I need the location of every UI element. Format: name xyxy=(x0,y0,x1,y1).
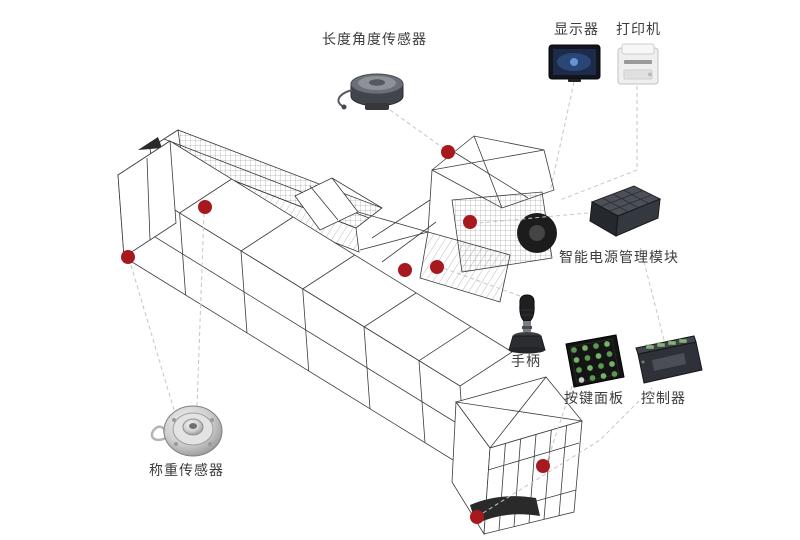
component-marker-dot xyxy=(198,200,212,214)
connector-line xyxy=(482,387,653,514)
label-load-sensor: 称重传感器 xyxy=(149,462,224,478)
keypad-image xyxy=(565,334,625,388)
connector-line xyxy=(559,86,638,201)
printer-image xyxy=(617,43,659,85)
connector-line xyxy=(549,81,575,193)
label-handle: 手柄 xyxy=(511,353,541,369)
component-marker-dot xyxy=(470,510,484,524)
connector-line xyxy=(546,385,573,463)
marker-dots xyxy=(121,145,550,524)
connector-line xyxy=(129,261,175,411)
joystick-handle-image xyxy=(508,294,546,354)
main-boom xyxy=(117,140,513,469)
component-marker-dot xyxy=(398,263,412,277)
connector-line xyxy=(389,109,447,151)
boom-knuckle xyxy=(294,177,429,233)
crane-wireframe xyxy=(117,129,583,536)
load-sensor-image xyxy=(150,405,223,457)
label-display: 显示器 xyxy=(554,21,599,37)
component-marker-dot xyxy=(430,260,444,274)
component-marker-dot xyxy=(463,215,477,229)
connector-line xyxy=(639,245,665,341)
label-keypad: 按键面板 xyxy=(564,390,624,406)
label-length-angle-sensor: 长度角度传感器 xyxy=(322,31,427,47)
connector-line xyxy=(477,212,589,224)
component-marker-dot xyxy=(441,145,455,159)
power-module-image xyxy=(589,185,662,237)
label-controller: 控制器 xyxy=(641,390,686,406)
base-container xyxy=(451,376,583,536)
label-power-module: 智能电源管理模块 xyxy=(559,249,679,265)
display-monitor-image xyxy=(548,44,601,82)
connector-lines xyxy=(129,81,665,514)
machine-body xyxy=(359,135,557,303)
component-marker-dot xyxy=(121,250,135,264)
component-marker-dot xyxy=(536,459,550,473)
controller-image xyxy=(635,335,703,384)
length-angle-sensor-image xyxy=(337,73,404,110)
label-printer: 打印机 xyxy=(616,21,661,37)
component-images xyxy=(150,43,703,457)
